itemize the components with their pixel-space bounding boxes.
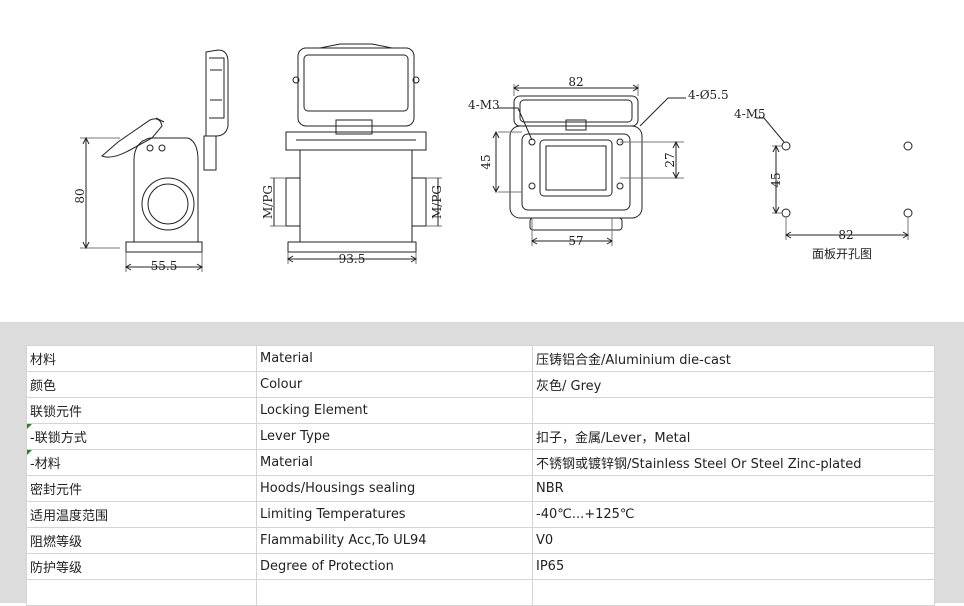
side-view — [80, 49, 229, 272]
cell-en: Material — [256, 449, 533, 476]
dim-width-57: 57 — [568, 234, 583, 248]
technical-drawing: 80 55.5 93.5 M/PG M/PG 82 4-M3 4-Ø5.5 45… — [73, 43, 913, 273]
cell-cn: 阻燃等级 — [26, 527, 257, 554]
cell-value: V0 — [532, 527, 935, 554]
table-row: 适用温度范围 Limiting Temperatures -40℃...+125… — [26, 501, 935, 528]
cell-cn: 密封元件 — [26, 475, 257, 502]
dim-height-27: 27 — [663, 152, 677, 167]
cell-value: 压铸铝合金/Aluminium die-cast — [532, 345, 935, 372]
dim-holes-m3: 4-M3 — [468, 98, 500, 112]
dim-holes-d5-5: 4-Ø5.5 — [688, 88, 729, 102]
table-row: 联锁元件 Locking Element — [26, 397, 935, 424]
cell-empty — [532, 579, 935, 606]
table-row: -材料 Material 不锈钢或镀锌钢/Stainless Steel Or … — [26, 449, 935, 476]
panel-cutout — [756, 117, 913, 240]
cell-empty — [256, 579, 533, 606]
panel-caption: 面板开孔图 — [812, 247, 872, 261]
dim-width-82: 82 — [568, 75, 583, 89]
dim-panel-82: 82 — [838, 228, 853, 242]
table-row: 密封元件 Hoods/Housings sealing NBR — [26, 475, 935, 502]
cell-value: -40℃...+125℃ — [532, 501, 935, 528]
spec-table: 材料 Material 压铸铝合金/Aluminium die-cast 颜色 … — [26, 345, 935, 606]
dim-thread-left: M/PG — [261, 185, 275, 219]
front-view — [270, 43, 442, 264]
comment-flag-icon — [27, 424, 32, 429]
table-row: 阻燃等级 Flammability Acc,To UL94 V0 — [26, 527, 935, 554]
dim-width-93-5: 93.5 — [339, 252, 366, 266]
cell-empty — [26, 579, 257, 606]
cell-value: 不锈钢或镀锌钢/Stainless Steel Or Steel Zinc-pl… — [532, 449, 935, 476]
cell-en: Lever Type — [256, 423, 533, 450]
cell-value: 灰色/ Grey — [532, 371, 935, 398]
table-row: 颜色 Colour 灰色/ Grey — [26, 371, 935, 398]
cell-cn: 材料 — [26, 345, 257, 372]
top-view — [492, 84, 686, 246]
cell-en: Hoods/Housings sealing — [256, 475, 533, 502]
cell-cn: 颜色 — [26, 371, 257, 398]
cell-cn-flagged: -材料 — [26, 449, 257, 476]
cell-cn: 联锁元件 — [26, 397, 257, 424]
table-row: 材料 Material 压铸铝合金/Aluminium die-cast — [26, 345, 935, 372]
table-row: 防护等级 Degree of Protection IP65 — [26, 553, 935, 580]
comment-flag-icon — [27, 450, 32, 455]
cell-cn-text: -联锁方式 — [30, 431, 87, 446]
drawing-svg: 80 55.5 93.5 M/PG M/PG 82 4-M3 4-Ø5.5 45… — [73, 43, 913, 273]
cell-cn-text: -材料 — [30, 457, 61, 472]
cell-value — [532, 397, 935, 424]
dim-thread-right: M/PG — [430, 185, 444, 219]
dim-width-55-5: 55.5 — [151, 259, 178, 273]
cell-cn: 适用温度范围 — [26, 501, 257, 528]
table-row-empty — [26, 579, 935, 606]
cell-en: Flammability Acc,To UL94 — [256, 527, 533, 554]
dim-panel-45: 45 — [769, 172, 783, 187]
cell-en: Locking Element — [256, 397, 533, 424]
cell-value: 扣子，金属/Lever，Metal — [532, 423, 935, 450]
dim-height-45: 45 — [479, 154, 493, 169]
table-row: -联锁方式 Lever Type 扣子，金属/Lever，Metal — [26, 423, 935, 450]
cell-en: Material — [256, 345, 533, 372]
cell-cn-flagged: -联锁方式 — [26, 423, 257, 450]
dim-holes-m5: 4-M5 — [734, 107, 766, 121]
cell-en: Degree of Protection — [256, 553, 533, 580]
cell-en: Colour — [256, 371, 533, 398]
cell-cn: 防护等级 — [26, 553, 257, 580]
cell-value: IP65 — [532, 553, 935, 580]
cell-value: NBR — [532, 475, 935, 502]
dim-height-80: 80 — [73, 188, 87, 203]
cell-en: Limiting Temperatures — [256, 501, 533, 528]
